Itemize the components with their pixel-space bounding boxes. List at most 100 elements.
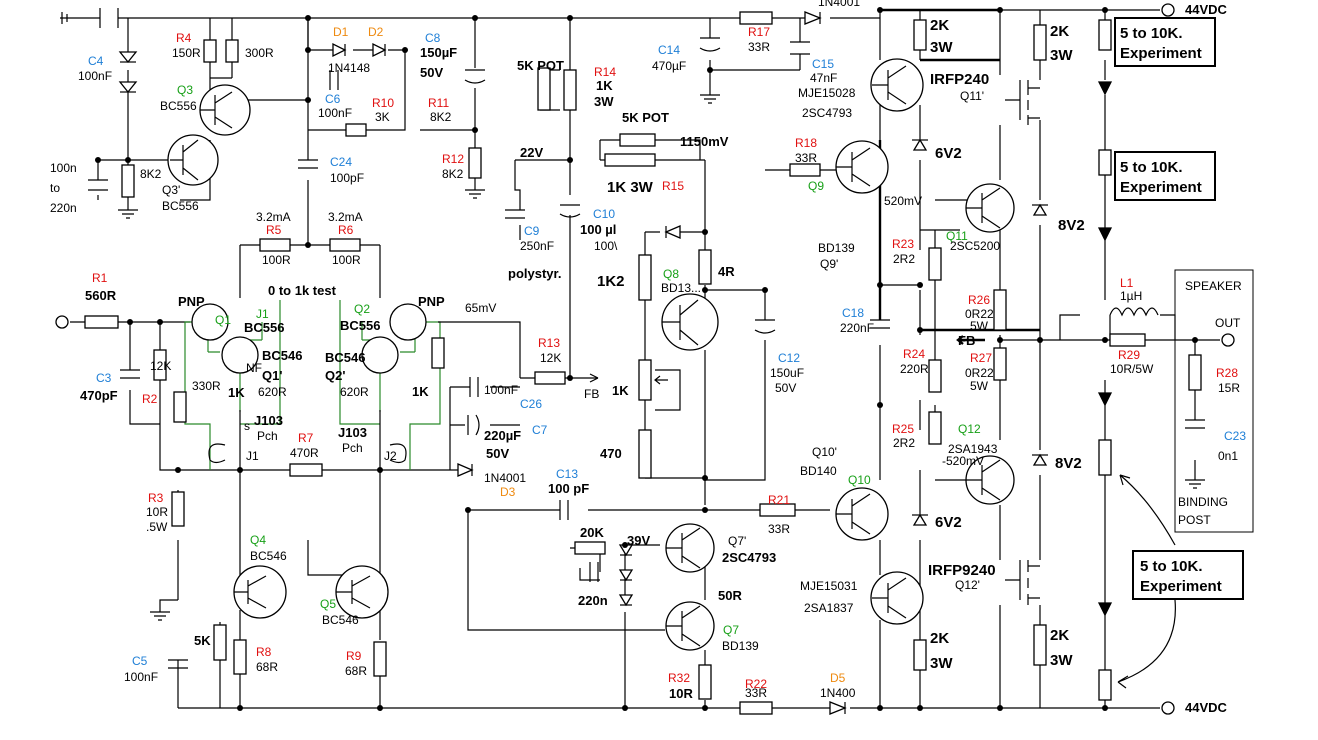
- label-c9v: 250nF: [520, 239, 554, 253]
- label-d5n: D5: [830, 671, 846, 685]
- label-q1n: Q1: [215, 313, 231, 327]
- label-i1: 3.2mA: [256, 210, 291, 224]
- label-r8v: 68R: [256, 660, 278, 674]
- label-r13v: 12K: [540, 351, 561, 365]
- label-fb2: FB: [958, 333, 975, 348]
- label-pnp1: PNP: [178, 294, 205, 309]
- label-r25n: R25: [892, 422, 914, 436]
- label-fb1: FB: [584, 387, 599, 401]
- label-r26v: 0R22: [965, 307, 994, 321]
- label-p1k: 1K: [612, 383, 629, 398]
- label-c18n: C18: [842, 306, 864, 320]
- label-r15n: R15: [662, 179, 684, 193]
- label-bind1: BINDING: [1178, 495, 1228, 509]
- label-r1k3w: 1K 3W: [607, 179, 654, 196]
- label-r18n: R18: [795, 136, 817, 150]
- label-j2b: J2: [384, 449, 397, 463]
- label-i2: 3.2mA: [328, 210, 363, 224]
- label-q1p: Q1': [262, 368, 282, 383]
- label-r1kb: 1K: [412, 384, 429, 399]
- label-sa1943: 2SA1943: [948, 442, 998, 456]
- label-r10n: R10: [372, 96, 394, 110]
- label-q12n: Q12: [958, 422, 981, 436]
- label-nf: NF: [246, 361, 262, 375]
- label-r11v: 8K2: [430, 110, 452, 124]
- label-r27v: 0R22: [965, 366, 994, 380]
- label-q3pv: BC556: [162, 199, 199, 213]
- label-r4v: 150R: [172, 46, 201, 60]
- label-q8v: BD13...: [661, 281, 701, 295]
- label-r17n: R17: [748, 25, 770, 39]
- label-r330a: 330R: [192, 379, 221, 393]
- label-v44n: 44VDC: [1185, 700, 1228, 715]
- label-d4v: 1N4001: [818, 0, 860, 9]
- label-r28n: R28: [1216, 366, 1238, 380]
- label-r9v: 68R: [345, 664, 367, 678]
- label-sc4793a: 2SC4793: [802, 106, 852, 120]
- label-c13v: 100 pF: [548, 481, 589, 496]
- label-w3b: 3W: [930, 655, 953, 672]
- label-c26v2: 50V: [486, 446, 509, 461]
- label-j1b: J1: [246, 449, 259, 463]
- label-c14v: 470µF: [652, 59, 686, 73]
- label-bd139b: BD139: [722, 639, 759, 653]
- label-r23v: 2R2: [893, 252, 915, 266]
- experiment-note-1: 5 to 10K. Experiment: [1114, 17, 1216, 67]
- label-mje15031: MJE15031: [800, 579, 858, 593]
- label-q10n: Q10: [848, 473, 871, 487]
- label-bc546a: BC546: [262, 348, 302, 363]
- exp3-line2: Experiment: [1140, 578, 1222, 595]
- label-c8v2: 50V: [420, 65, 443, 80]
- label-r2n: R2: [142, 392, 158, 406]
- label-l1v: 1µH: [1120, 289, 1142, 303]
- label-r9n: R9: [346, 649, 362, 663]
- label-q3v: BC556: [160, 99, 197, 113]
- label-c15v: 47nF: [810, 71, 837, 85]
- label-c3v: 470pF: [80, 388, 118, 403]
- label-c10v: 100 µl: [580, 222, 616, 237]
- label-q2p: Q2': [325, 368, 345, 383]
- label-q7n: Q7: [723, 623, 739, 637]
- label-w3a: 3W: [930, 39, 953, 56]
- label-pot20k: 20K: [580, 525, 604, 540]
- label-k2a: 2K: [930, 17, 949, 34]
- label-c3n: C3: [96, 371, 112, 385]
- label-mv520b: -520mV: [942, 454, 984, 468]
- label-c10n: C10: [593, 207, 615, 221]
- label-q4v: BC546: [250, 549, 287, 563]
- label-d5v: 1N400: [820, 686, 856, 700]
- label-r1n: R1: [92, 271, 108, 285]
- label-c220n2: 220n: [578, 593, 608, 608]
- label-c12n: C12: [778, 351, 800, 365]
- label-q2n: Q2: [354, 302, 370, 316]
- label-pnp2: PNP: [418, 294, 445, 309]
- label-r1k2: 1K2: [597, 273, 625, 290]
- label-c220n: 220n: [50, 201, 77, 215]
- label-bind2: POST: [1178, 513, 1211, 527]
- label-r12k: 12K: [150, 359, 171, 373]
- label-r26w: 5W: [970, 319, 989, 333]
- label-r28v: 15R: [1218, 381, 1240, 395]
- label-r12v: 8K2: [442, 167, 464, 181]
- label-c7v: 100nF: [484, 383, 518, 397]
- label-c8v: 150µF: [420, 45, 457, 60]
- label-r21n: R21: [768, 493, 790, 507]
- label-spk: SPEAKER: [1185, 279, 1242, 293]
- label-r26n: R26: [968, 293, 990, 307]
- label-c26v: 220µF: [484, 428, 521, 443]
- label-r14v: 1K: [596, 78, 613, 93]
- label-pcha: Pch: [257, 429, 278, 443]
- label-r22n: R22: [745, 677, 767, 691]
- label-r3n: R3: [148, 491, 164, 505]
- label-k2c: 2K: [1050, 23, 1069, 40]
- label-c10w: 100\: [594, 239, 618, 253]
- label-q4n: Q4: [250, 533, 266, 547]
- label-bd139a: BD139: [818, 241, 855, 255]
- label-bc546b: BC546: [325, 350, 365, 365]
- label-r32n: R32: [668, 671, 690, 685]
- label-z6v2a: 6V2: [935, 145, 962, 162]
- label-out: OUT: [1215, 316, 1241, 330]
- label-r27n: R27: [970, 351, 992, 365]
- label-r25v: 2R2: [893, 436, 915, 450]
